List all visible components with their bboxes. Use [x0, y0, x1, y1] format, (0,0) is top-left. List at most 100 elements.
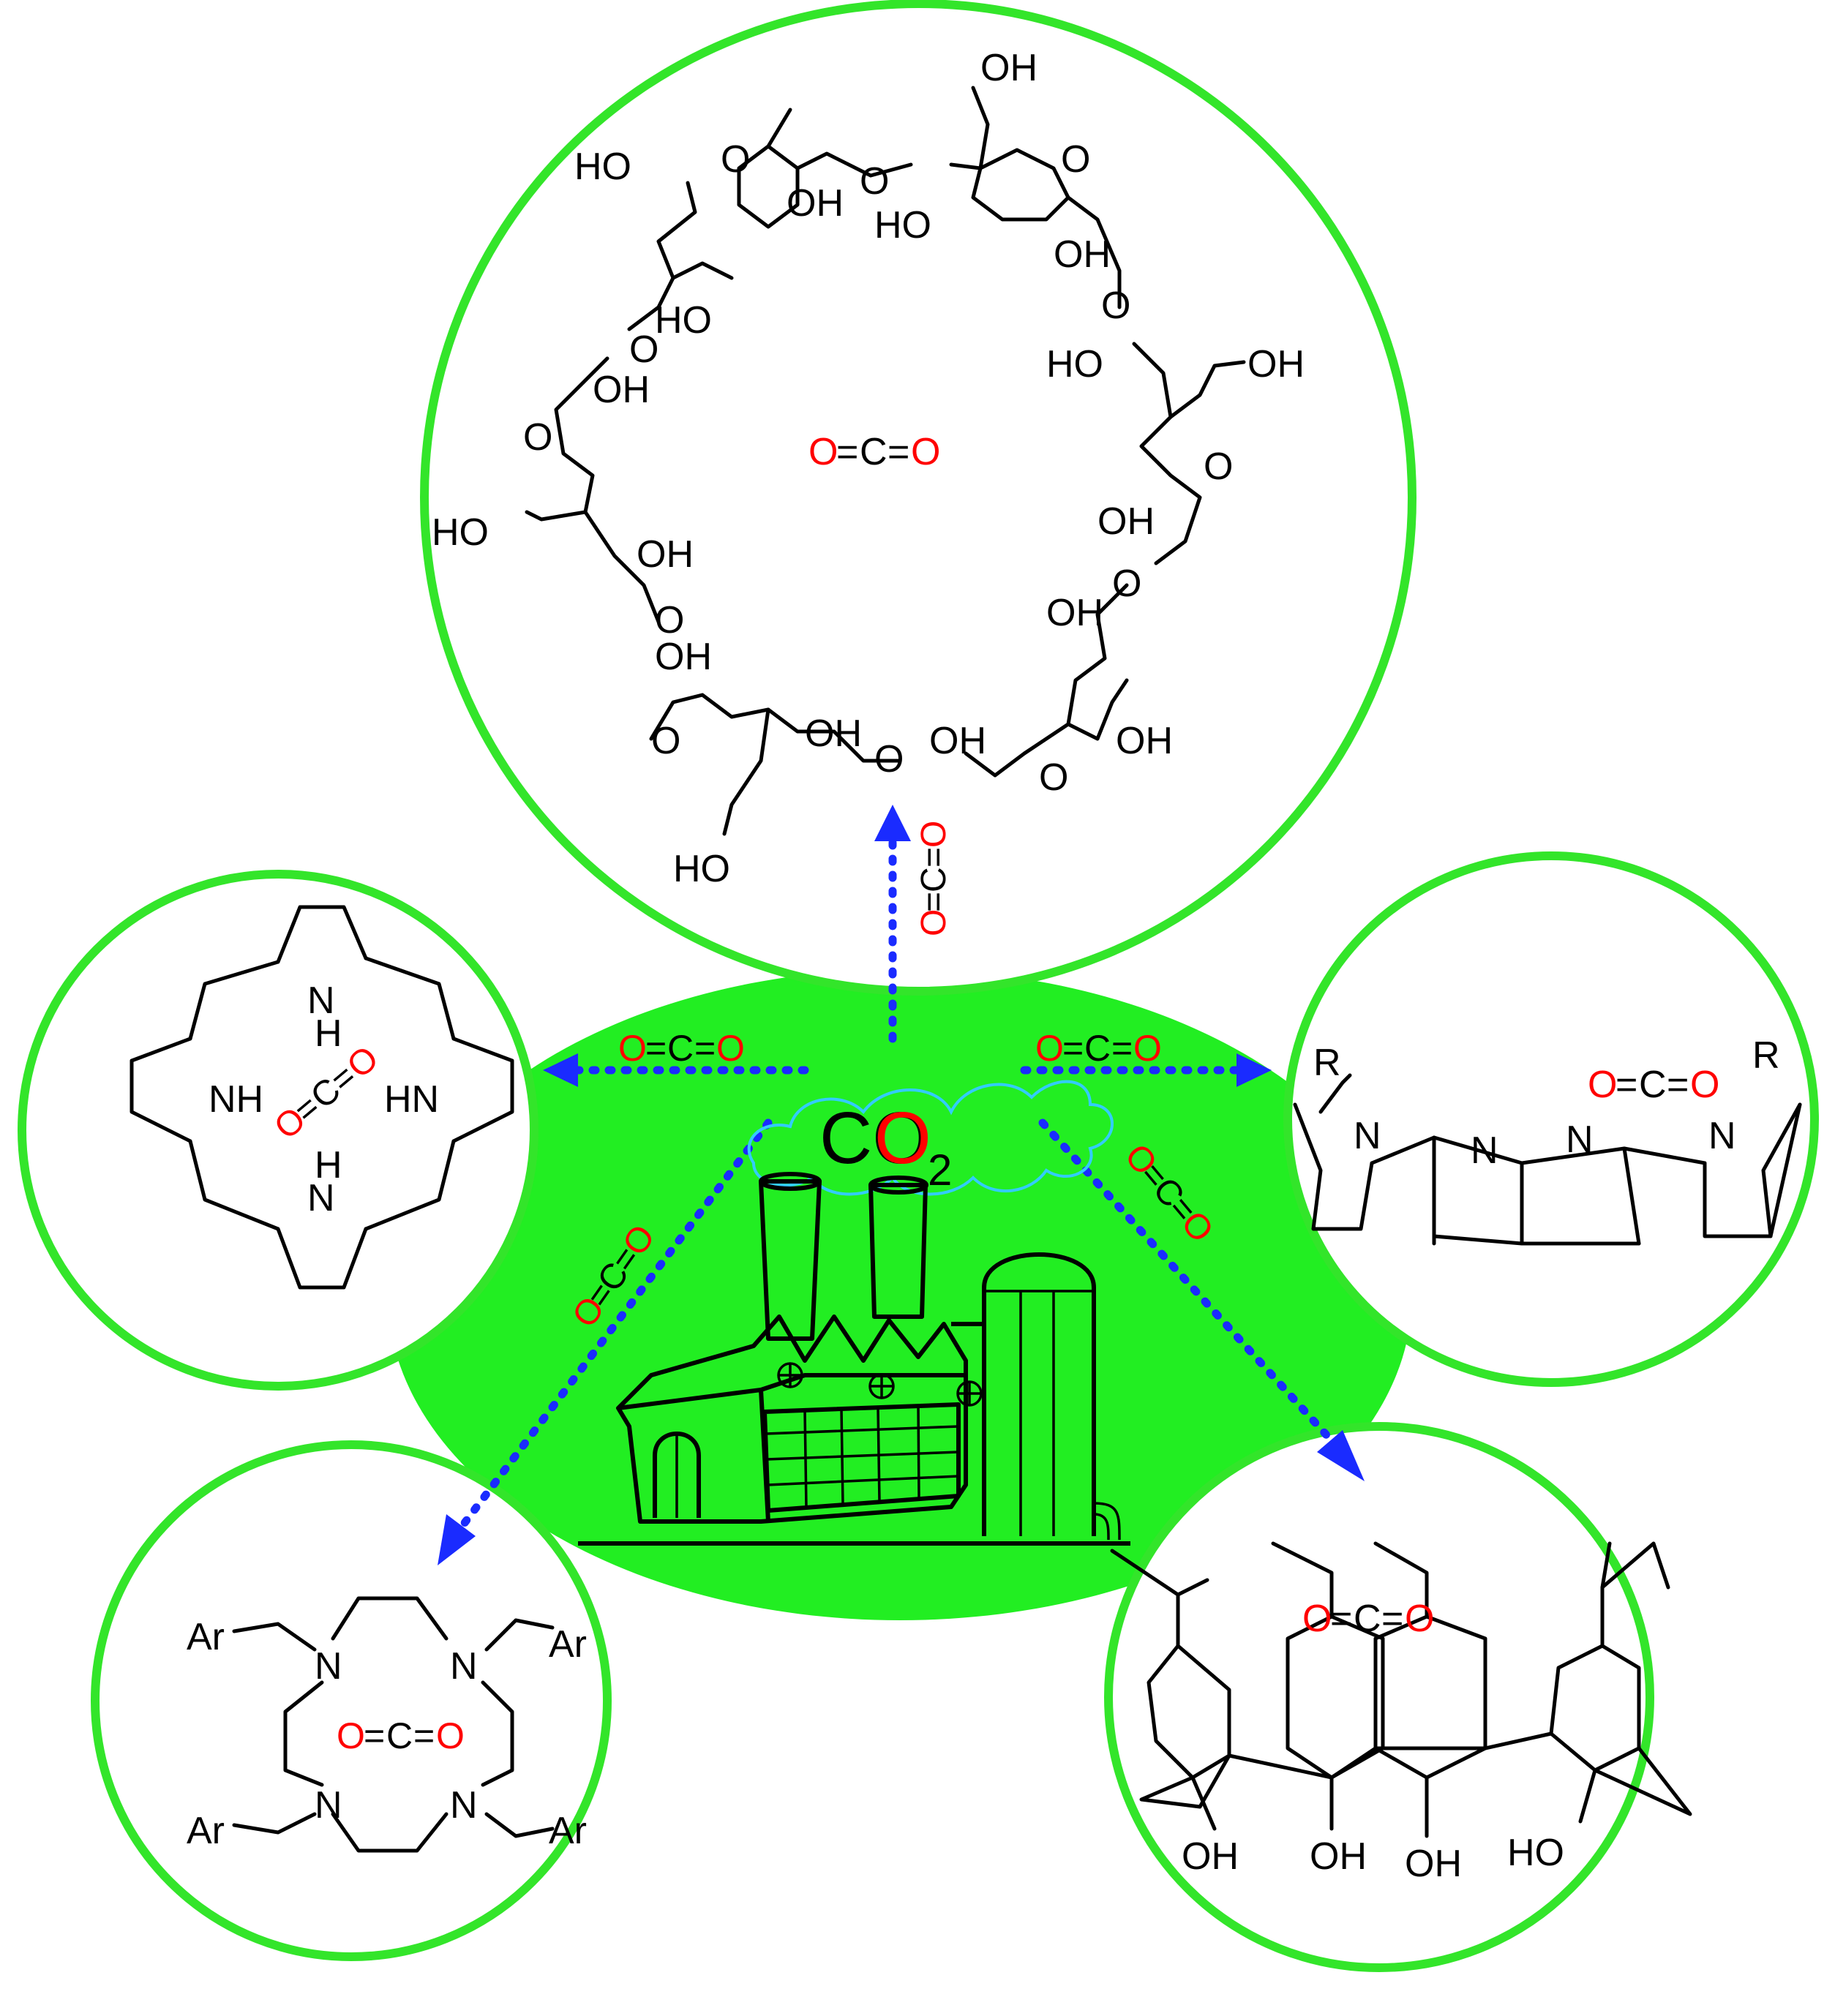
label-oh: OH: [593, 369, 650, 411]
cyclodextrin-structure: [525, 86, 1246, 836]
co2-oxygen: O: [1035, 1028, 1064, 1069]
label-oh: OH: [655, 636, 712, 678]
label-ar: Ar: [187, 1616, 225, 1658]
circle-cyclen: [91, 1440, 612, 1961]
label-oh: OH: [1310, 1835, 1367, 1878]
cyclen-structure: [232, 1596, 555, 1853]
label-ho: HO: [1507, 1832, 1564, 1874]
co2-oxygen: O: [1690, 1064, 1719, 1106]
label-n: N: [1354, 1115, 1381, 1157]
label-oh: OH: [980, 47, 1037, 89]
label-ar: Ar: [549, 1623, 587, 1666]
label-ho: HO: [432, 511, 489, 554]
label-n: N: [450, 1645, 478, 1688]
label-n: N: [1471, 1129, 1498, 1172]
label-o: O: [1061, 138, 1090, 181]
porphyrinogen-structure: [130, 905, 514, 1290]
co2-oxygen: O: [618, 1028, 647, 1069]
co2-carbon: C: [860, 431, 888, 473]
label-oh: OH: [805, 712, 862, 755]
co2-bond: =: [915, 892, 953, 912]
co2-oxygen: O: [1405, 1598, 1434, 1640]
circle-calixarene: [1104, 1422, 1654, 1972]
label-ho: HO: [1046, 343, 1103, 385]
label-o: O: [874, 738, 904, 781]
arrow-down-left: [453, 1118, 773, 1537]
co2-oxygen: O: [716, 1028, 745, 1069]
co2-arrow-left: O = C = O: [618, 1028, 745, 1069]
co2-bond: =: [1667, 1064, 1689, 1106]
label-oh: OH: [929, 720, 986, 762]
label-oh: OH: [1405, 1843, 1462, 1885]
co2-carbon: C: [1084, 1028, 1111, 1069]
label-ar: Ar: [549, 1810, 587, 1852]
circle-tetrapyrrole: [1283, 851, 1819, 1387]
co2-bond: =: [364, 1715, 385, 1756]
label-n: N: [1566, 1118, 1594, 1161]
co2-subscript: 2: [928, 1146, 952, 1195]
arrow-head-down-right: [1317, 1430, 1365, 1481]
green-blob: [388, 969, 1412, 1620]
label-n: N: [450, 1784, 478, 1827]
arrow-head-left: [543, 1053, 578, 1087]
co2-main-label: CO: [819, 1097, 929, 1179]
label-o: O: [721, 138, 750, 181]
co2-bond: =: [1381, 1598, 1403, 1640]
label-oh: OH: [1097, 500, 1155, 543]
calixarene-structure: [1110, 1541, 1692, 1838]
arrow-head-down-left: [438, 1514, 476, 1565]
label-oh: OH: [1182, 1835, 1239, 1878]
label-n: N: [307, 979, 335, 1022]
co2-guest-cyclen: O = C = O: [337, 1715, 465, 1756]
label-oh: OH: [1046, 592, 1103, 634]
label-o: O: [860, 160, 889, 203]
calixarene-labels: OH OH OH HO: [1182, 1832, 1564, 1885]
label-o: O: [1112, 563, 1141, 605]
porphyrinogen-labels: N H NH HN H N: [209, 979, 439, 1219]
tetrapyrrole-structure: [1293, 1073, 1802, 1246]
label-hn: HN: [384, 1078, 439, 1121]
co2-oxygen: O: [1588, 1064, 1617, 1106]
co2-arrow-up: O = C = O: [915, 821, 953, 936]
co2-carbon: C: [667, 1028, 694, 1069]
co2-carbon: C: [386, 1715, 413, 1756]
label-ho: HO: [574, 146, 631, 188]
co2-oxygen: O: [436, 1715, 465, 1756]
tetrapyrrole-labels: R R N N N N: [1313, 1034, 1780, 1172]
flow-arrows: [438, 805, 1365, 1565]
co2-bond: =: [1616, 1064, 1637, 1106]
label-o: O: [655, 599, 684, 642]
circle-cyclodextrin: [420, 0, 1416, 996]
co2-bond: =: [836, 431, 858, 473]
label-o: O: [651, 720, 680, 762]
co2-oxygen: O: [337, 1715, 365, 1756]
co2-bond: =: [1330, 1598, 1352, 1640]
co2-carbon: C: [1639, 1064, 1667, 1106]
co2-oxygen: O: [808, 431, 838, 473]
label-o: O: [1101, 285, 1130, 327]
co2-guest-tetrapyrrole: O = C = O: [1588, 1064, 1719, 1106]
co2-bond: =: [1111, 1028, 1133, 1069]
label-oh: OH: [787, 182, 844, 225]
co2-oxygen: O: [915, 821, 953, 848]
co2-bond: =: [915, 847, 953, 868]
co2-arrow-right: O = C = O: [1035, 1028, 1162, 1069]
label-o: O: [1204, 445, 1233, 488]
co2-bond: =: [694, 1028, 716, 1069]
label-r: R: [1752, 1034, 1780, 1077]
label-oh: OH: [1247, 343, 1305, 385]
label-o: O: [523, 416, 552, 459]
co2-oxygen: O: [1302, 1598, 1332, 1640]
co2-carbon: C: [915, 867, 953, 892]
co2-main-oxygen: O: [874, 1097, 931, 1179]
arrow-head-up: [874, 805, 911, 841]
label-h: H: [315, 1144, 342, 1186]
label-o: O: [1039, 756, 1068, 799]
co2-carbon: C: [1354, 1598, 1381, 1640]
label-oh: OH: [1054, 233, 1111, 276]
label-o: O: [629, 328, 658, 371]
label-h: H: [315, 1012, 342, 1055]
co2-bond: =: [645, 1028, 667, 1069]
co2-guest-calixarene: O = C = O: [1302, 1598, 1434, 1640]
